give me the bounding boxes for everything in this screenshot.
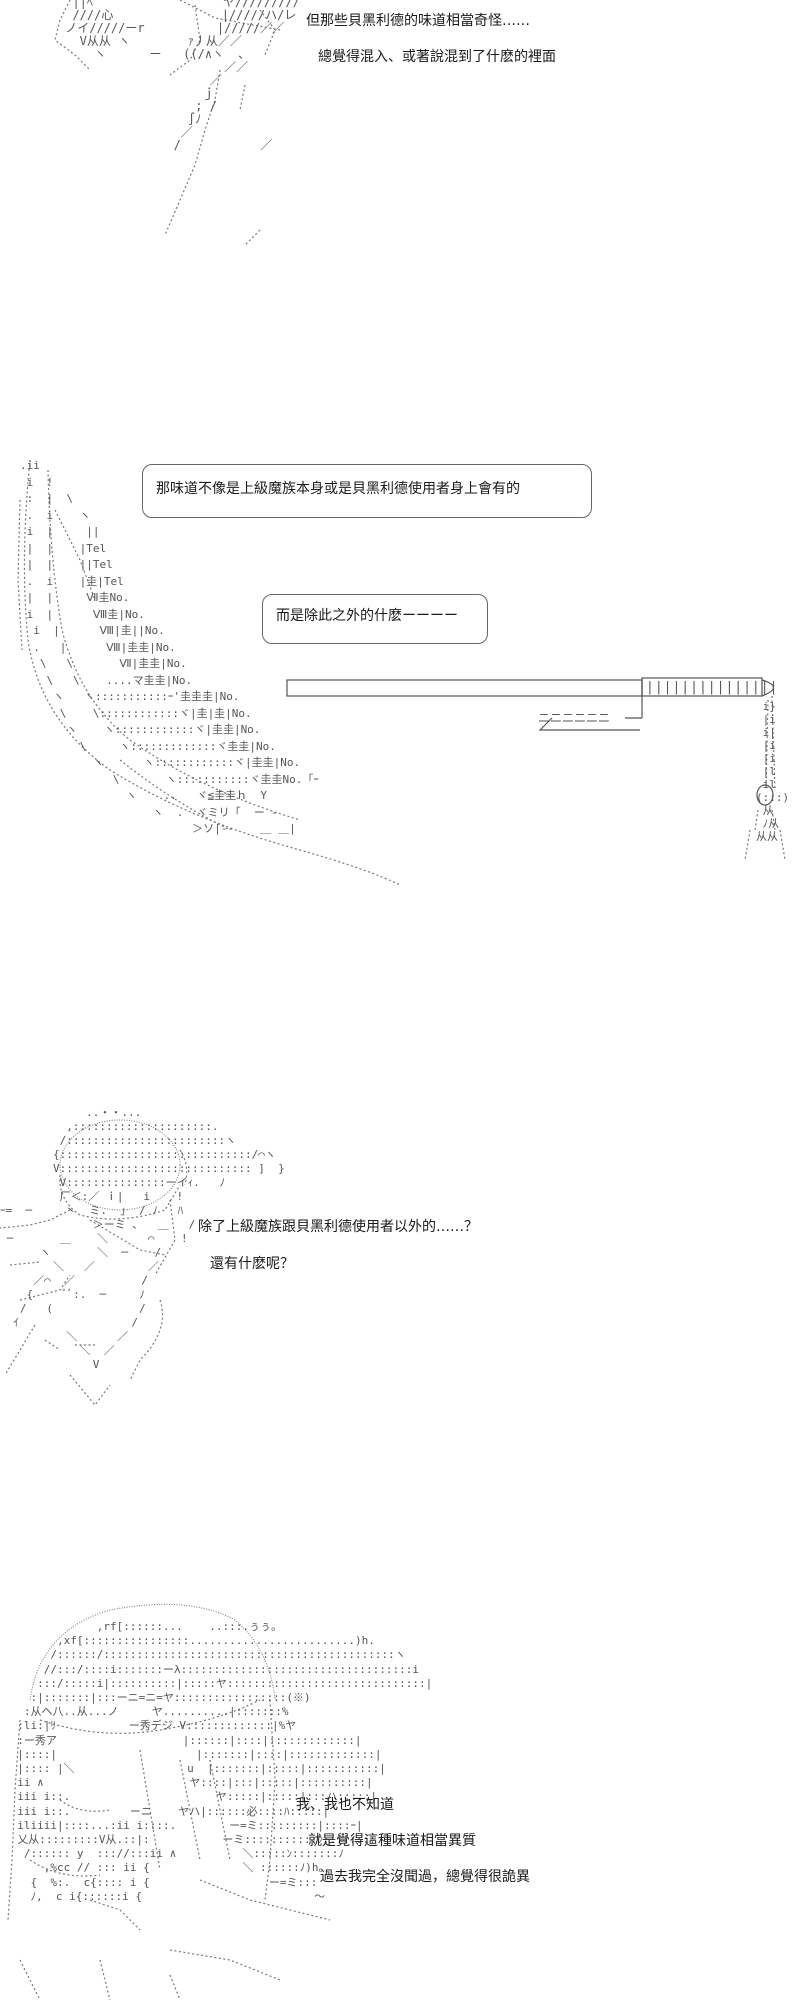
panel3-ascii-art: ..・・... ,:::::::::::::::::::::. /:::::::…: [0, 1106, 285, 1371]
panel4-line-2: 就是覺得這種味道相當異質: [308, 1833, 476, 1849]
panel1-figure-art: [54, 0, 281, 246]
panel3-line-1: 除了上級魔族跟貝黑利德使用者以外的……？: [198, 1219, 478, 1235]
panel2-sword-art: [286, 677, 786, 861]
panel4-figure-art: [7, 1603, 331, 2000]
panel1-line-1: 但那些貝黑利德的味道相當奇怪……: [306, 13, 530, 29]
panel4-ascii-art: ,rf[::::::... ..:::.ぅぅ。 ,xf[::::::::::::…: [17, 1620, 433, 1903]
bubble-1-text: 那味道不像是上級魔族本身或是貝黑利德使用者身上會有的: [156, 481, 520, 497]
panel3-figure-art: [0, 1119, 188, 1406]
panel1-ascii-art: ||ﾍ ヤ///////// ////心 |/////ハ/レ ノイ/////ーr…: [65, 0, 300, 152]
sword-lower-ascii: ニニニニニニ: [538, 711, 611, 725]
sword-rail-ticks: |||||||||||||||: [646, 680, 779, 695]
bubble-1: [142, 464, 592, 518]
panel2-blade-art: [17, 459, 401, 886]
panel4-line-1: 我、我也不知道: [296, 1797, 394, 1813]
bubble-2: [262, 594, 488, 644]
panel2-blade-ascii: .ii i ! : | \ . i ヽ i | || | | |Tel | | …: [20, 459, 319, 835]
sword-hilt-ascii: i} |i i| |i |i |l il (:::) 从 ﾉ从 从从: [756, 700, 790, 843]
panel1-line-2: 總覺得混入、或著說混到了什麽的裡面: [318, 49, 556, 65]
bubble-2-text: 而是除此之外的什麽ーーーー: [276, 608, 458, 624]
panel4-line-3: 過去我完全沒聞過，總覺得很詭異: [320, 1869, 530, 1885]
panel3-line-2: 還有什麽呢？: [210, 1256, 294, 1272]
